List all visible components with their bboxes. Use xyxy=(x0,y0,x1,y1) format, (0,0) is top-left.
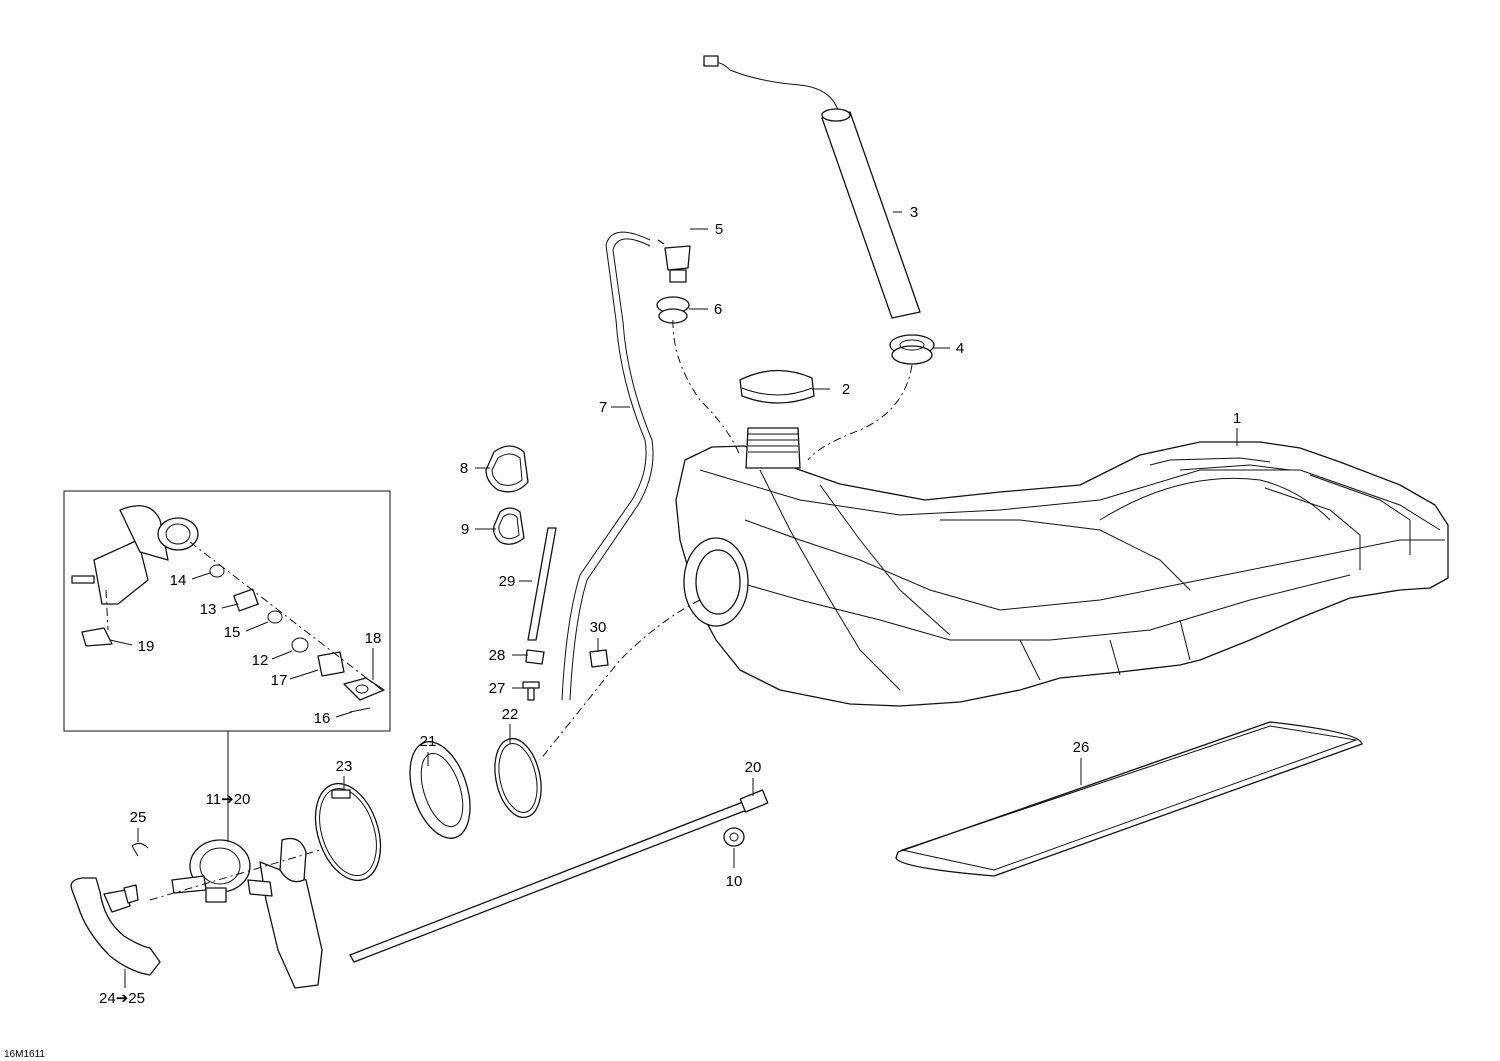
fuel-level-sensor[interactable] xyxy=(703,55,921,319)
callout-1: 1 xyxy=(1233,410,1241,427)
callout-16: 16 xyxy=(314,710,331,727)
callout-17: 17 xyxy=(271,672,288,689)
callout-21: 21 xyxy=(420,733,437,750)
callout-26: 26 xyxy=(1073,739,1090,756)
detail-box xyxy=(63,490,391,732)
straight-hose[interactable] xyxy=(527,527,557,641)
hose-clip[interactable] xyxy=(525,649,545,665)
detail-fitting-13[interactable] xyxy=(233,588,259,612)
detail-pump-assembly[interactable] xyxy=(71,505,199,647)
hose-clamp[interactable] xyxy=(304,775,392,889)
callout-19: 19 xyxy=(138,638,155,655)
lock-ring[interactable] xyxy=(399,734,481,846)
callout-8: 8 xyxy=(460,460,468,477)
callout-23: 23 xyxy=(336,758,353,775)
callout-18: 18 xyxy=(365,630,382,647)
detail-o-ring-14[interactable] xyxy=(209,564,225,578)
callout-3: 3 xyxy=(910,204,918,221)
callout-2: 2 xyxy=(842,381,850,398)
callout-30: 30 xyxy=(590,619,607,636)
callout-24-25: 24➔25 xyxy=(99,990,145,1007)
vent-hose[interactable] xyxy=(561,231,654,701)
washer[interactable] xyxy=(723,827,745,847)
detail-screw-16[interactable] xyxy=(349,707,371,713)
detail-fitting-17[interactable] xyxy=(317,651,345,677)
callout-11-20: 11➔20 xyxy=(206,791,251,808)
callout-27: 27 xyxy=(489,680,506,697)
push-rivet[interactable] xyxy=(522,681,540,701)
callout-4: 4 xyxy=(956,340,964,357)
gasket-large[interactable] xyxy=(485,445,529,493)
detail-gasket-18[interactable] xyxy=(343,677,385,701)
sensor-grommet[interactable] xyxy=(889,334,935,365)
callout-15: 15 xyxy=(224,624,241,641)
leader-lines xyxy=(109,211,1238,988)
callout-12: 12 xyxy=(252,652,269,669)
gasket-small[interactable] xyxy=(492,507,525,545)
callout-5: 5 xyxy=(715,221,723,238)
tank-pad[interactable] xyxy=(895,721,1363,877)
callout-6: 6 xyxy=(714,301,722,318)
vent-valve[interactable] xyxy=(657,239,691,283)
callout-20: 20 xyxy=(745,759,762,776)
detail-o-ring-12[interactable] xyxy=(291,637,309,653)
retaining-clip[interactable] xyxy=(589,649,609,668)
document-code: 16M1611 xyxy=(4,1049,45,1060)
vent-valve-seal[interactable] xyxy=(656,296,690,324)
callout-28: 28 xyxy=(489,647,506,664)
callout-labels: 1 2 3 4 5 6 7 8 9 10 11➔20 12 13 14 15 1… xyxy=(99,204,1241,1007)
callout-22: 22 xyxy=(502,706,519,723)
fuel-line-hose[interactable] xyxy=(70,877,161,976)
filler-cap[interactable] xyxy=(739,369,815,404)
detail-o-ring-15[interactable] xyxy=(267,610,283,624)
callout-14: 14 xyxy=(170,572,187,589)
callout-9: 9 xyxy=(461,521,469,538)
pickup-tube[interactable] xyxy=(349,789,769,963)
callout-29: 29 xyxy=(499,573,516,590)
hose-clip-small[interactable] xyxy=(131,842,149,857)
callout-25: 25 xyxy=(130,809,147,826)
pump-o-ring[interactable] xyxy=(488,734,548,821)
fuel-tank[interactable] xyxy=(675,427,1449,707)
fuel-pump-module[interactable] xyxy=(171,837,323,989)
callout-13: 13 xyxy=(200,601,217,618)
callout-7: 7 xyxy=(599,399,607,416)
callout-10: 10 xyxy=(726,873,743,890)
